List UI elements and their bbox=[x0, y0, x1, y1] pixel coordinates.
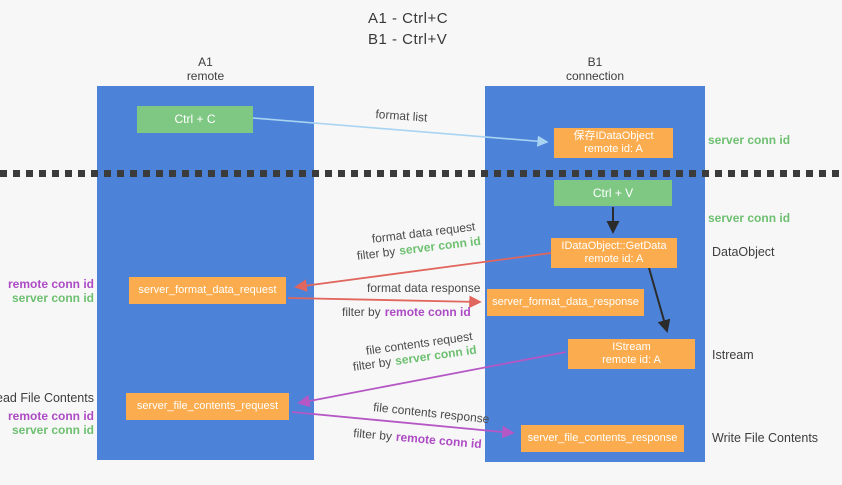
filter-prefix: filter by bbox=[352, 426, 393, 444]
lifeline-b1-name: B1 bbox=[587, 55, 603, 69]
label-remote-conn-id-file: remote conn id bbox=[7, 409, 94, 423]
node-ctrl-c: Ctrl + C bbox=[137, 106, 253, 133]
node-server-format-data-request: server_format_data_request bbox=[129, 277, 286, 304]
node-save-idataobject-line2: remote id: A bbox=[584, 143, 643, 155]
node-server-file-contents-request-label: server_file_contents_request bbox=[136, 400, 279, 412]
arrow-format-data-response bbox=[287, 295, 482, 309]
label-format-conn-ids: remote conn id server conn id bbox=[8, 277, 94, 305]
node-server-format-data-response-label: server_format_data_response bbox=[492, 296, 639, 308]
filter-prefix: filter by bbox=[342, 305, 381, 319]
label-server-conn-id-file: server conn id bbox=[11, 423, 94, 437]
label-server-conn-id-mid: server conn id bbox=[708, 211, 791, 225]
label-server-conn-id-top: server conn id bbox=[708, 133, 791, 147]
filter-prefix: filter by bbox=[356, 244, 397, 263]
node-server-file-contents-response-label: server_file_contents_response bbox=[527, 432, 678, 444]
node-istream-line2: remote id: A bbox=[602, 354, 661, 366]
node-server-format-data-response: server_format_data_response bbox=[487, 289, 644, 316]
session-divider-line bbox=[0, 170, 842, 177]
node-save-idataobject: 保存IDataObject remote id: A bbox=[554, 128, 673, 158]
node-ctrl-v-label: Ctrl + V bbox=[592, 185, 634, 200]
label-format-data-response: format data response bbox=[367, 281, 481, 295]
label-format-list: format list bbox=[375, 107, 428, 125]
filter-remote-conn-id: remote conn id bbox=[384, 305, 471, 319]
lifeline-header-a1: A1 remote bbox=[97, 55, 314, 83]
title-line-2: B1 - Ctrl+V bbox=[368, 31, 448, 48]
label-server-conn-id-format: server conn id bbox=[11, 291, 94, 305]
lifeline-b1-role: connection bbox=[565, 69, 625, 83]
label-file-contents-response: file contents response bbox=[372, 400, 491, 427]
title-line-1: A1 - Ctrl+C bbox=[368, 10, 449, 27]
node-istream: IStream remote id: A bbox=[568, 339, 695, 369]
label-write-file-contents: Write File Contents bbox=[712, 431, 819, 445]
lifeline-a1-name: A1 bbox=[198, 55, 213, 69]
label-remote-conn-id-format: remote conn id bbox=[7, 277, 94, 291]
filter-prefix: filter by bbox=[352, 354, 393, 374]
lifeline-a1-role: remote bbox=[186, 69, 225, 83]
diagram-title: A1 - Ctrl+C B1 - Ctrl+V bbox=[368, 8, 448, 50]
filter-remote-conn-id: remote conn id bbox=[395, 429, 483, 452]
node-idataobject-getdata-line2: remote id: A bbox=[584, 253, 644, 265]
node-ctrl-v: Ctrl + V bbox=[554, 180, 672, 206]
node-istream-line1: IStream bbox=[612, 341, 651, 353]
node-server-file-contents-request: server_file_contents_request bbox=[126, 393, 289, 420]
label-file-conn-ids: remote conn id server conn id bbox=[8, 409, 94, 437]
node-server-format-data-request-label: server_format_data_request bbox=[138, 284, 277, 296]
node-save-idataobject-line1: 保存IDataObject bbox=[573, 130, 654, 142]
node-server-file-contents-response: server_file_contents_response bbox=[521, 425, 684, 452]
node-idataobject-getdata: IDataObject::GetData remote id: A bbox=[551, 238, 677, 268]
lifeline-header-b1: B1 connection bbox=[485, 55, 705, 83]
label-istream: Istream bbox=[712, 348, 754, 362]
label-read-file-contents: Read File Contents bbox=[0, 391, 94, 405]
node-idataobject-getdata-line1: IDataObject::GetData bbox=[561, 240, 667, 252]
node-ctrl-c-label: Ctrl + C bbox=[174, 112, 216, 126]
label-dataobject: DataObject bbox=[712, 245, 775, 259]
